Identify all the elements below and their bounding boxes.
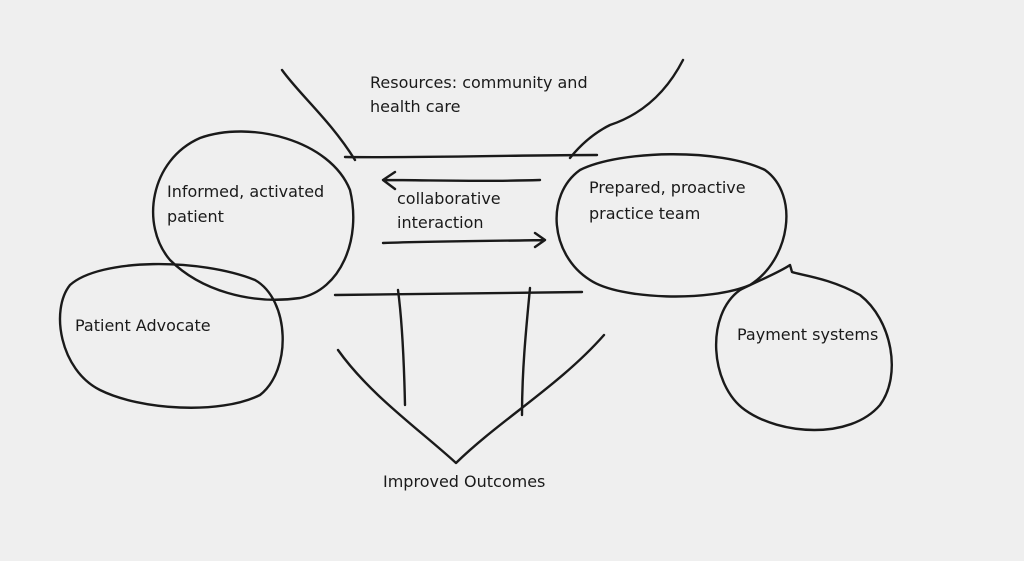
resources-label-line1: Resources: community and [370,73,588,92]
advocate-label: Patient Advocate [75,316,211,335]
payment-circle [714,263,893,432]
outcomes-v-shape [336,333,606,465]
team-label-line1: Prepared, proactive [589,178,746,197]
left-vertical-line [396,288,407,407]
resources-left-curve [280,68,357,162]
advocate-circle [58,262,284,409]
arrow-right [381,231,547,249]
right-vertical-line [520,286,532,417]
resources-right-curve [568,58,685,160]
outcomes-label: Improved Outcomes [383,472,545,491]
team-label-line2: practice team [589,204,700,223]
team-circle [555,153,788,298]
resources-label-line2: health care [370,97,460,116]
arrow-left [381,170,542,191]
patient-circle [151,130,355,301]
bottom-horizontal-line [333,290,584,297]
top-horizontal-line [343,153,599,159]
interaction-label-line1: collaborative [397,189,501,208]
patient-label-line2: patient [167,207,224,226]
payment-label: Payment systems [737,325,878,344]
interaction-label-line2: interaction [397,213,484,232]
patient-label-line1: Informed, activated [167,182,324,201]
